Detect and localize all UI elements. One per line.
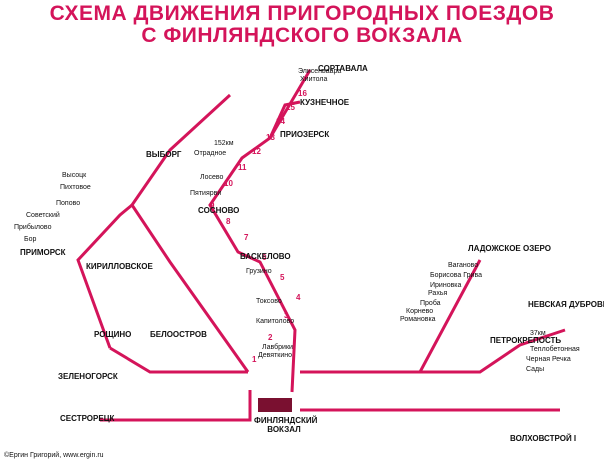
station-nevskaya: НЕВСКАЯ ДУБРОВКА	[528, 300, 604, 309]
station-priozersk: ПРИОЗЕРСК	[280, 130, 330, 139]
station-elisenvaara: Элисенваара	[298, 68, 342, 75]
station-vyborg: ВЫБОРГ	[146, 150, 182, 159]
station-beloostrov: БЕЛООСТРОВ	[150, 330, 207, 339]
station-gruzino: Грузино	[246, 268, 272, 275]
station-ladozhskoe: ЛАДОЖСКОЕ ОЗЕРО	[468, 244, 551, 253]
station-sinevo: 152км	[214, 140, 234, 147]
credit-text: ©Ергин Григорий, www.ergin.ru	[4, 452, 104, 459]
station-sosnovo: СОСНОВО	[198, 206, 240, 215]
station-primorsk: ПРИМОРСК	[20, 248, 66, 257]
svg-text:1: 1	[252, 355, 257, 364]
station-kapitolovo: Капитолово	[256, 318, 295, 325]
map-title-line1: СХЕМА ДВИЖЕНИЯ ПРИГОРОДНЫХ ПОЕЗДОВ	[49, 2, 555, 25]
station-pyatiyarvi: Пятиярви	[190, 190, 222, 197]
station-proba: Проба	[420, 300, 441, 307]
station-volkhovstroy: ВОЛХОВСТРОЙ I	[510, 434, 577, 443]
station-zelenogorsk: ЗЕЛЕНОГОРСК	[58, 372, 118, 381]
station-chernaya-rechka: Черная Речка	[526, 356, 571, 363]
station-vysotsk: Высоцк	[62, 172, 87, 179]
station-kornevo: Корнево	[406, 308, 434, 315]
svg-text:11: 11	[238, 163, 247, 172]
station-sady: Сады	[526, 366, 545, 373]
station-irinovka: Ириновка	[430, 282, 462, 289]
station-pribylovo: Прибылово	[14, 224, 52, 231]
svg-text:8: 8	[226, 217, 231, 226]
svg-text:16: 16	[298, 89, 307, 98]
station-sortavala: СОРТАВАЛА	[318, 64, 368, 73]
svg-text:7: 7	[244, 233, 249, 242]
station-otradnoe: Отрадное	[194, 150, 227, 157]
station-roshchino: РОЩИНО	[94, 330, 132, 339]
station-kirillovskoe: КИРИЛЛОВСКОЕ	[86, 262, 153, 271]
station-bor: Бор	[24, 236, 37, 243]
terminal-marker	[258, 398, 292, 412]
line-kuznechnoe	[268, 100, 301, 139]
map-title-line2: С ФИНЛЯНДСКОГО ВОКЗАЛА	[141, 24, 463, 47]
svg-text:3: 3	[284, 311, 289, 320]
station-borisova-griva: Борисова Грива	[430, 272, 482, 279]
station-vaganovo: Ваганово	[448, 262, 479, 269]
station-kuznechnoe: КУЗНЕЧНОЕ	[300, 98, 350, 107]
svg-text:14: 14	[276, 117, 285, 126]
station-37km: 37км	[530, 330, 546, 337]
terminal-finlyandsky: ФИНЛЯНДСКИЙ ВОКЗАЛ	[254, 416, 318, 434]
svg-text:2: 2	[268, 333, 273, 342]
svg-text:12: 12	[252, 147, 261, 156]
station-romanovka: Романовка	[400, 316, 436, 323]
svg-text:9: 9	[210, 201, 215, 210]
station-khiitola: Хиитола	[300, 76, 328, 83]
line-priozersk	[208, 69, 312, 393]
svg-text:5: 5	[280, 273, 285, 282]
line-primorsk	[76, 203, 133, 349]
station-lavbriki: Лавбрики	[262, 344, 293, 351]
station-devyatkino: Девяткино	[258, 352, 293, 359]
station-toksovo: Токсово	[256, 298, 282, 305]
station-vaskelovo: ВАСКЕЛОВО	[240, 252, 291, 261]
station-sestroretsk: СЕСТРОРЕЦК	[60, 414, 115, 423]
station-rakhya: Рахья	[428, 290, 448, 297]
station-losevo: Лосево	[200, 174, 224, 181]
svg-text:15: 15	[286, 103, 295, 112]
svg-text:6: 6	[262, 253, 267, 262]
svg-text:13: 13	[266, 133, 275, 142]
station-pikhtovoe: Пихтовое	[60, 184, 91, 191]
svg-text:10: 10	[224, 179, 233, 188]
station-petrokrepost: ПЕТРОКРЕПОСТЬ	[490, 336, 562, 345]
svg-text:4: 4	[296, 293, 301, 302]
line-petrokrepost	[300, 328, 566, 374]
line-zelenogorsk	[109, 346, 248, 374]
line-sestroretsk	[100, 390, 252, 422]
station-sovetsky: Советский	[26, 212, 60, 219]
station-popovo: Попово	[56, 200, 81, 207]
station-teplobetonnaya: Теплобетонная	[530, 346, 580, 353]
